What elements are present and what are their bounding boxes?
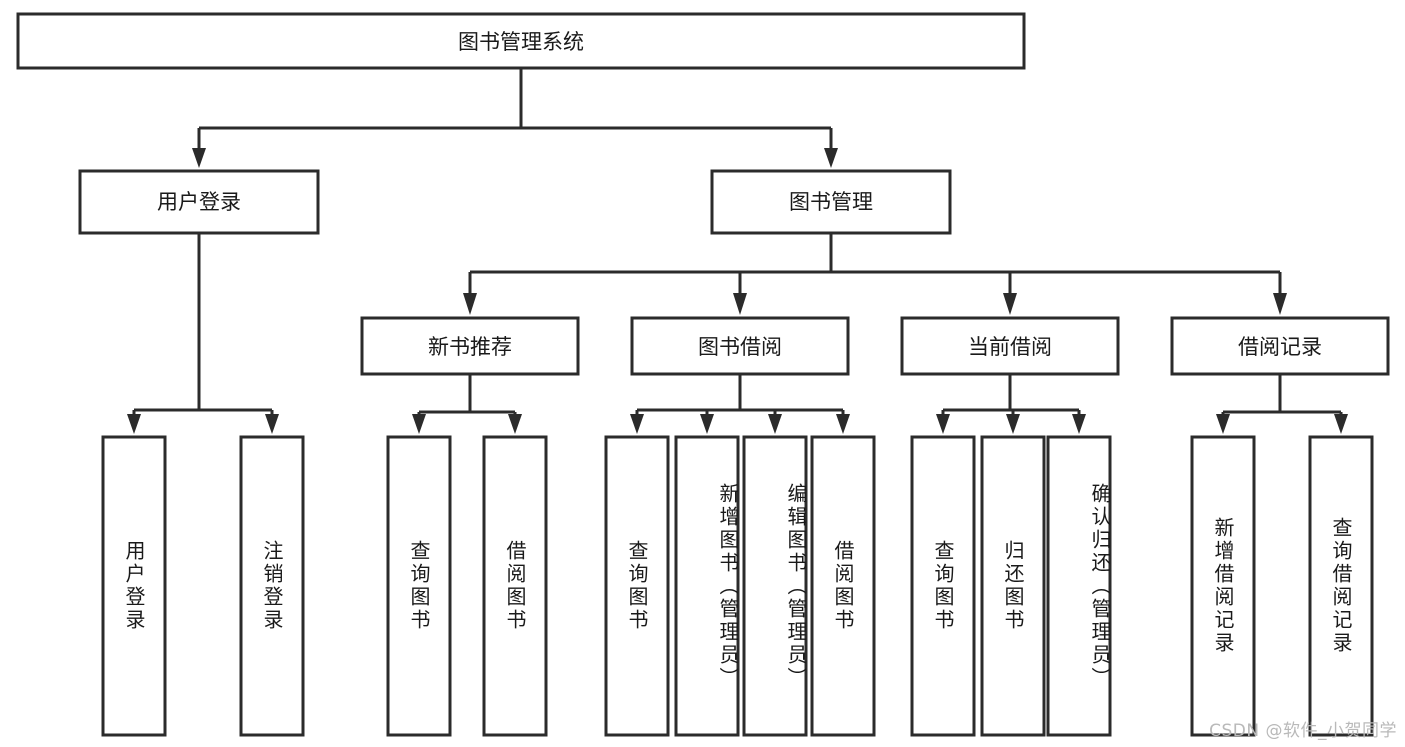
leaf-box-user-login[interactable]	[101, 435, 167, 737]
leaf-box-group	[101, 435, 1374, 737]
node-book-management-box	[710, 169, 952, 235]
node-current-borrow-box	[900, 316, 1120, 376]
node-book-management-label: 图书管理	[789, 190, 873, 214]
connector-group-new-book-rec	[412, 374, 522, 434]
leaf-box-query-book-borrow[interactable]	[604, 435, 670, 737]
node-current-borrow-label: 当前借阅	[968, 335, 1052, 359]
node-borrow-record[interactable]: 借阅记录	[1170, 316, 1390, 376]
connector-group-borrow-record	[1216, 374, 1348, 434]
leaf-box-borrow-book-rec[interactable]	[482, 435, 548, 737]
node-current-borrow[interactable]: 当前借阅	[900, 316, 1120, 376]
arrowhead-borrow-leaf-1	[630, 414, 644, 434]
leaf-box-return-book[interactable]	[980, 435, 1046, 737]
leaf-box-confirm-return-admin[interactable]	[1046, 435, 1112, 737]
arrowhead-record-leaf-1	[1216, 414, 1230, 434]
node-user-login-box	[78, 169, 320, 235]
connector-group-book-borrow	[630, 374, 850, 434]
node-new-book-recommend-box	[360, 316, 580, 376]
connector-group-current-borrow	[936, 374, 1086, 434]
arrowhead-new-book-rec	[463, 293, 477, 315]
node-borrow-record-label: 借阅记录	[1238, 335, 1322, 359]
leaf-box-add-book-admin[interactable]	[674, 435, 740, 737]
leaf-box-borrow-book[interactable]	[810, 435, 876, 737]
node-root-system-box	[16, 12, 1026, 70]
leaf-box-query-book-current[interactable]	[910, 435, 976, 737]
node-book-borrow-label: 图书借阅	[698, 335, 782, 359]
node-new-book-recommend-label: 新书推荐	[428, 335, 512, 359]
node-root-system[interactable]: 图书管理系统	[16, 12, 1026, 70]
leaf-box-edit-book-admin[interactable]	[742, 435, 808, 737]
leaf-box-query-borrow-record[interactable]	[1308, 435, 1374, 737]
csdn-watermark: CSDN @软件_小贺同学	[1209, 721, 1397, 741]
arrowhead-book-borrow	[733, 293, 747, 315]
arrowhead-current-borrow	[1003, 293, 1017, 315]
node-user-login[interactable]: 用户登录	[78, 169, 320, 235]
arrowhead-current-leaf-3	[1072, 414, 1086, 434]
arrowhead-newbook-leaf-2	[508, 414, 522, 434]
arrowhead-book-mgmt	[824, 148, 838, 168]
leaf-box-query-book-rec[interactable]	[386, 435, 452, 737]
arrowhead-record-leaf-2	[1334, 414, 1348, 434]
node-root-system-label: 图书管理系统	[458, 30, 584, 54]
node-borrow-record-box	[1170, 316, 1390, 376]
node-book-borrow-box	[630, 316, 850, 376]
arrowhead-leaf-user-login	[127, 414, 141, 434]
arrowhead-newbook-leaf-1	[412, 414, 426, 434]
connector-group-root	[192, 68, 838, 168]
connector-group-user-login	[127, 233, 279, 434]
leaf-box-add-borrow-record[interactable]	[1190, 435, 1256, 737]
arrowhead-borrow-record	[1273, 293, 1287, 315]
node-user-login-label: 用户登录	[157, 190, 241, 214]
arrowhead-borrow-leaf-4	[836, 414, 850, 434]
node-book-borrow[interactable]: 图书借阅	[630, 316, 850, 376]
node-book-management[interactable]: 图书管理	[710, 169, 952, 235]
arrowhead-leaf-logout	[265, 414, 279, 434]
arrowhead-user-login	[192, 148, 206, 168]
connector-group-book-mgmt	[463, 233, 1287, 315]
arrowhead-current-leaf-2	[1006, 414, 1020, 434]
node-new-book-recommend[interactable]: 新书推荐	[360, 316, 580, 376]
arrowhead-borrow-leaf-3	[768, 414, 782, 434]
arrowhead-current-leaf-1	[936, 414, 950, 434]
leaf-box-logout[interactable]	[239, 435, 305, 737]
arrowhead-borrow-leaf-2	[700, 414, 714, 434]
